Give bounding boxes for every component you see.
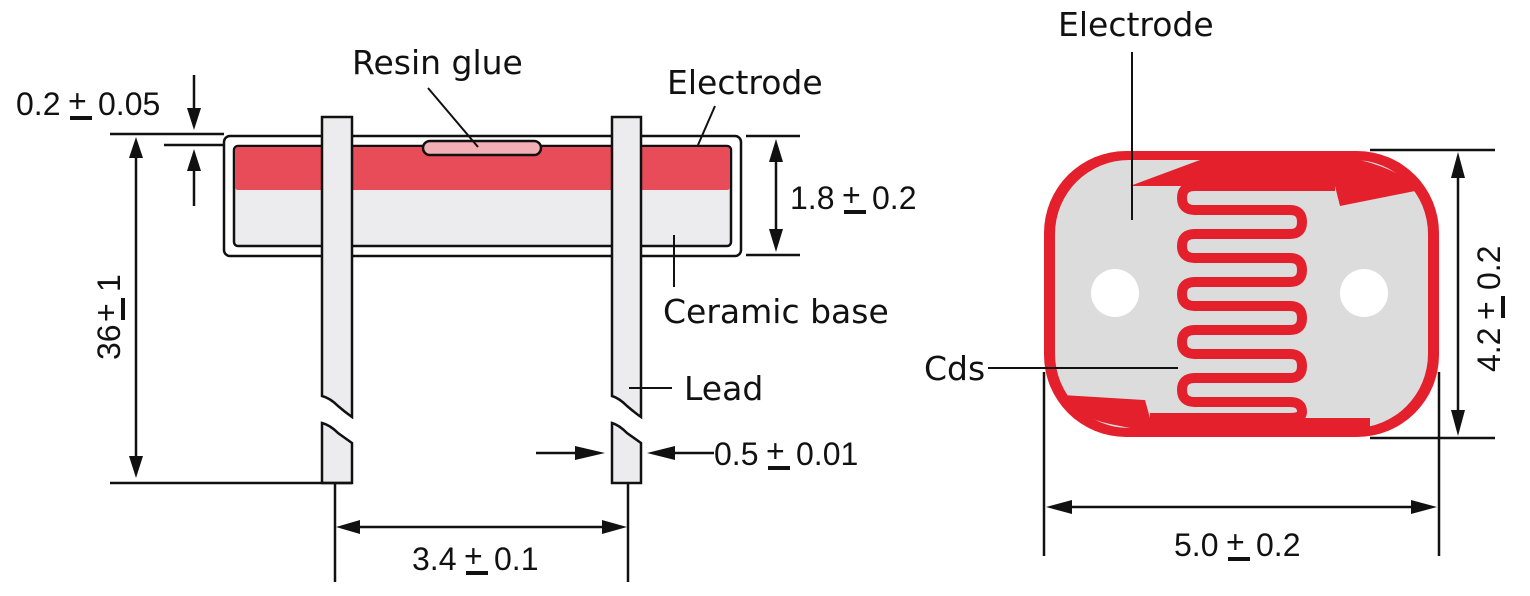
top-view: Electrode Cds 4.2 + 0.2 5.0 + 0.2 (924, 5, 1507, 563)
svg-text:36: 36 (91, 324, 127, 360)
lead-left-upper (320, 115, 354, 420)
svg-text:3.4: 3.4 (412, 541, 456, 577)
svg-text:0.2: 0.2 (872, 180, 916, 216)
svg-text:0.05: 0.05 (98, 86, 160, 122)
dim-lead-length: 36 + 1 (88, 274, 127, 360)
svg-text:1.8: 1.8 (790, 180, 834, 216)
plus-minus-icon: + (464, 538, 483, 574)
label-electrode-side: Electrode (667, 63, 823, 102)
plus-minus-icon: + (68, 83, 87, 119)
label-cds: Cds (924, 349, 985, 388)
svg-text:0.01: 0.01 (796, 436, 858, 472)
resin-glue (421, 139, 543, 157)
label-ceramic-base: Ceramic base (663, 292, 889, 331)
svg-text:0.5: 0.5 (714, 436, 758, 472)
plus-minus-icon: + (1468, 301, 1504, 320)
svg-text:1: 1 (91, 274, 127, 292)
svg-text:0.2: 0.2 (1256, 527, 1300, 563)
mounting-hole-left (1091, 269, 1139, 317)
svg-text:0.1: 0.1 (494, 541, 538, 577)
cds-serpentine-track (1150, 181, 1335, 423)
dim-lead-width: 0.5 + 0.01 (714, 433, 858, 472)
dim-cell-width: 5.0 + 0.2 (1174, 524, 1300, 563)
lead-right-upper (610, 115, 643, 420)
plus-minus-icon: + (766, 433, 785, 469)
svg-text:5.0: 5.0 (1174, 527, 1218, 563)
svg-text:4.2: 4.2 (1471, 328, 1507, 372)
plus-minus-icon: + (842, 177, 861, 213)
ceramic-surface (1055, 160, 1428, 428)
side-view: Resin glue Electrode Ceramic base Lead 0… (16, 43, 916, 582)
plus-minus-icon: + (1226, 524, 1245, 560)
svg-text:0.2: 0.2 (1471, 246, 1507, 290)
dim-body-height: 1.8 + 0.2 (790, 177, 916, 216)
label-resin-glue: Resin glue (352, 43, 523, 82)
lead-left-lower (320, 421, 354, 485)
lead-right-lower (610, 421, 643, 485)
mounting-hole-right (1340, 269, 1388, 317)
dim-cell-height: 4.2 + 0.2 (1468, 246, 1507, 372)
plus-minus-icon: + (88, 303, 124, 322)
svg-text:0.2: 0.2 (16, 86, 60, 122)
label-lead: Lead (684, 369, 763, 408)
dim-coating-thickness: 0.2 + 0.05 (16, 83, 160, 122)
electrode-layer (235, 147, 730, 190)
dim-lead-pitch: 3.4 + 0.1 (412, 538, 538, 577)
label-electrode-top: Electrode (1058, 5, 1214, 44)
